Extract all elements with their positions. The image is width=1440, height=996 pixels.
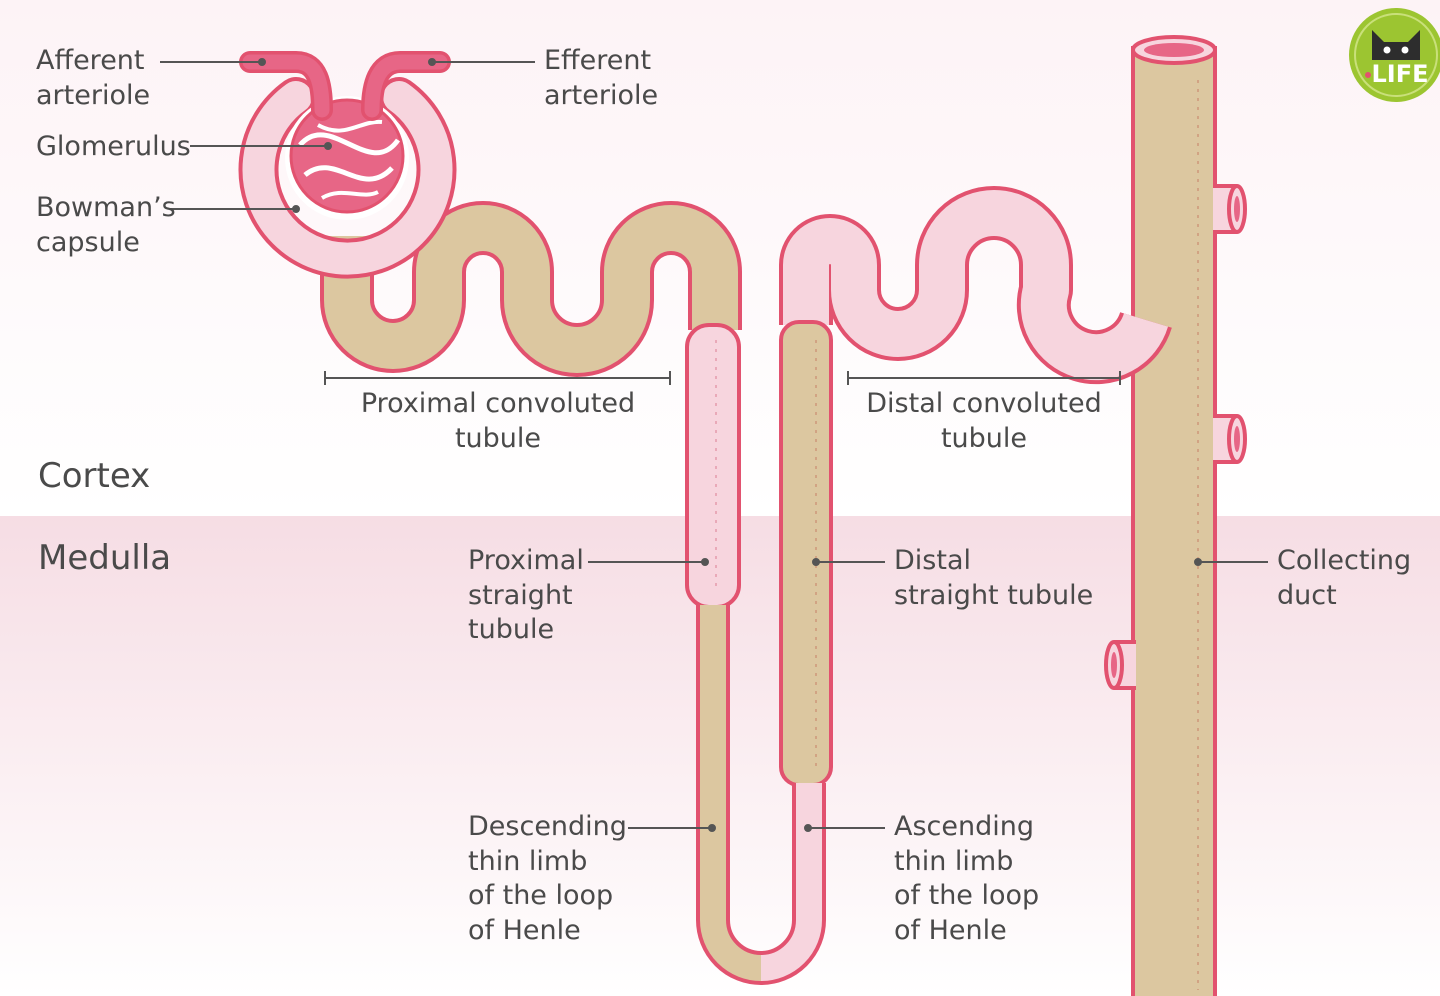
distal-convoluted-bracket bbox=[847, 371, 1121, 385]
proximal-convoluted-bracket bbox=[324, 371, 671, 385]
distal-convoluted-tubule bbox=[779, 186, 1172, 385]
collecting-duct bbox=[1104, 35, 1247, 996]
logo-badge: LIFE bbox=[1349, 8, 1440, 102]
proximal-straight-tubule bbox=[685, 323, 741, 609]
renal-corpuscle bbox=[238, 51, 457, 279]
leader-lines bbox=[160, 58, 1268, 832]
loop-of-henle-thin-limbs bbox=[696, 605, 826, 985]
logo-text: LIFE bbox=[1371, 60, 1428, 88]
distal-straight-tubule bbox=[779, 320, 833, 787]
glomerulus-label: Glomerulus bbox=[36, 131, 191, 162]
medulla-label: Medulla bbox=[38, 538, 172, 578]
proximal-convoluted-tubule bbox=[320, 201, 742, 377]
cortex-label: Cortex bbox=[38, 456, 151, 496]
